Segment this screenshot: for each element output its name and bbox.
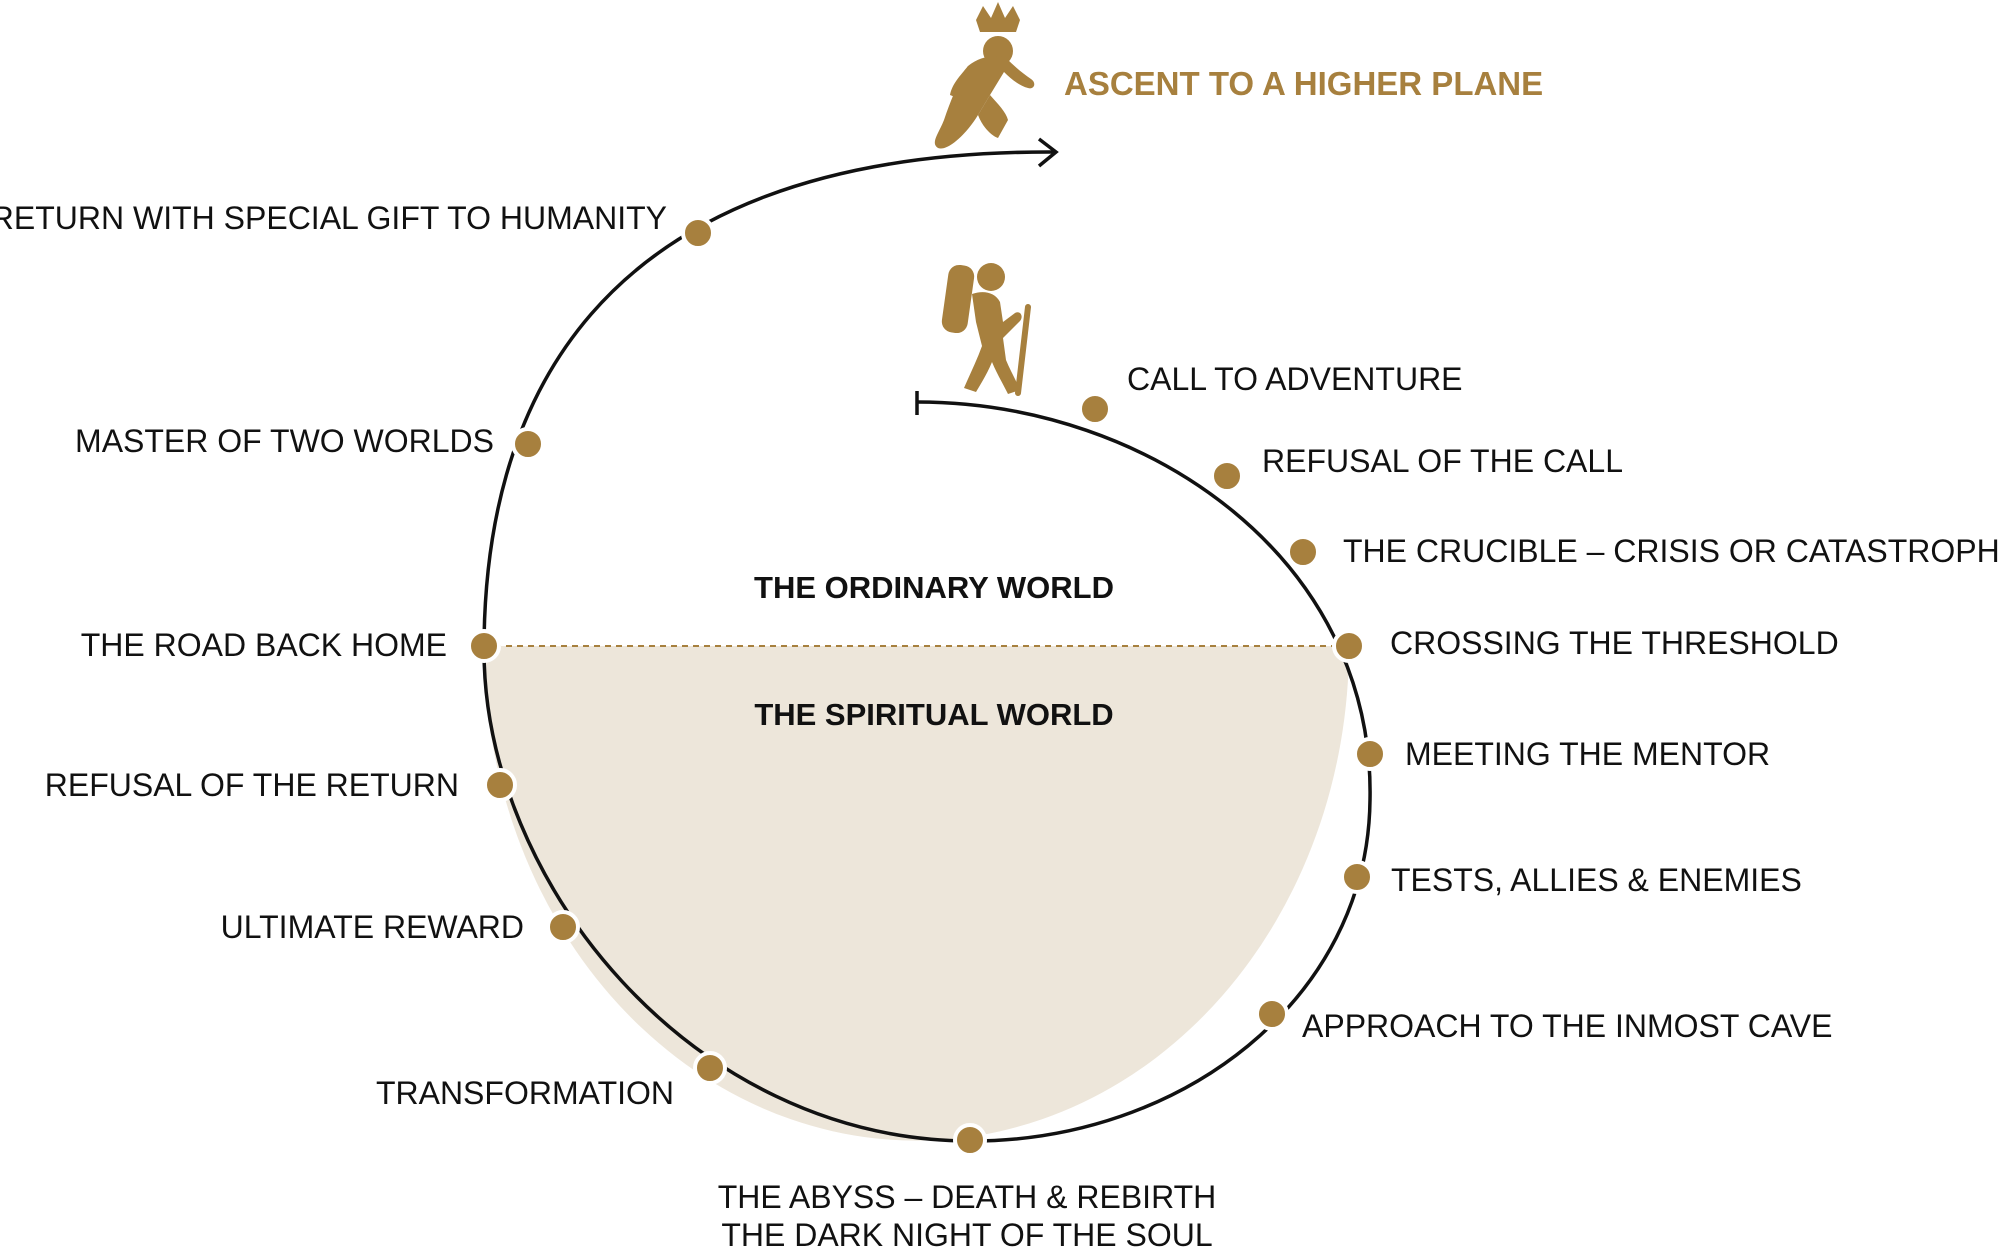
stage-dot-the-crucible: [1286, 535, 1320, 569]
stage-label-meeting-the-mentor: MEETING THE MENTOR: [1405, 736, 1770, 772]
stage-dot-refusal-of-the-call: [1210, 459, 1244, 493]
stage-dot-approach-to-the-inmost-cave: [1255, 997, 1289, 1031]
stage-dot-master-of-two-worlds: [511, 427, 545, 461]
stage-label-the-road-back-home: THE ROAD BACK HOME: [81, 627, 447, 663]
journey-path: [482, 150, 1372, 1143]
stage-label-refusal-of-the-call: REFUSAL OF THE CALL: [1262, 443, 1623, 479]
stage-label-master-of-two-worlds: MASTER OF TWO WORLDS: [75, 423, 494, 459]
spiritual-world-label: THE SPIRITUAL WORLD: [754, 697, 1113, 732]
ordinary-world-label: THE ORDINARY WORLD: [754, 570, 1114, 605]
stage-dot-transformation: [693, 1051, 727, 1085]
stage-label-crossing-the-threshold: CROSSING THE THRESHOLD: [1390, 625, 1839, 661]
ascent-label: ASCENT TO A HIGHER PLANE: [1064, 65, 1543, 102]
stage-dot-ultimate-reward: [546, 910, 580, 944]
stage-dot-refusal-of-the-return: [483, 768, 517, 802]
stage-dot-tests-allies-enemies: [1340, 860, 1374, 894]
stage-dot-return-with-special-gift: [681, 216, 715, 250]
stage-dot-the-road-back-home: [467, 629, 501, 663]
stage-dot-call-to-adventure: [1078, 392, 1112, 426]
stage-label-approach-to-the-inmost-cave: APPROACH TO THE INMOST CAVE: [1302, 1008, 1832, 1044]
stage-label-tests-allies-enemies: TESTS, ALLIES & ENEMIES: [1391, 862, 1802, 898]
spiritual-world-area: [484, 646, 1349, 1141]
stage-label-transformation: TRANSFORMATION: [376, 1075, 674, 1111]
stage-label-the-crucible: THE CRUCIBLE – CRISIS OR CATASTROPHE: [1343, 533, 2000, 569]
stage-label-call-to-adventure: CALL TO ADVENTURE: [1127, 361, 1463, 397]
stages-layer: CALL TO ADVENTURE REFUSAL OF THE CALL THE …: [0, 200, 2000, 1248]
stage-label-return-with-special-gift: RETURN WITH SPECIAL GIFT TO HUMANITY: [0, 200, 667, 236]
crowned-walking-figure-icon: [934, 2, 1035, 149]
stage-label-the-abyss-line2: THE DARK NIGHT OF THE SOUL: [721, 1217, 1212, 1248]
stage-dot-crossing-the-threshold: [1332, 629, 1366, 663]
stage-dot-the-abyss: [953, 1123, 987, 1157]
hiker-with-backpack-icon: [941, 263, 1031, 396]
ascent-arrow-head: [1037, 137, 1059, 168]
stage-dot-meeting-the-mentor: [1353, 737, 1387, 771]
stage-label-ultimate-reward: ULTIMATE REWARD: [221, 909, 524, 945]
stage-label-refusal-of-the-return: REFUSAL OF THE RETURN: [45, 767, 459, 803]
stage-label-the-abyss: THE ABYSS – DEATH & REBIRTH: [718, 1179, 1217, 1215]
